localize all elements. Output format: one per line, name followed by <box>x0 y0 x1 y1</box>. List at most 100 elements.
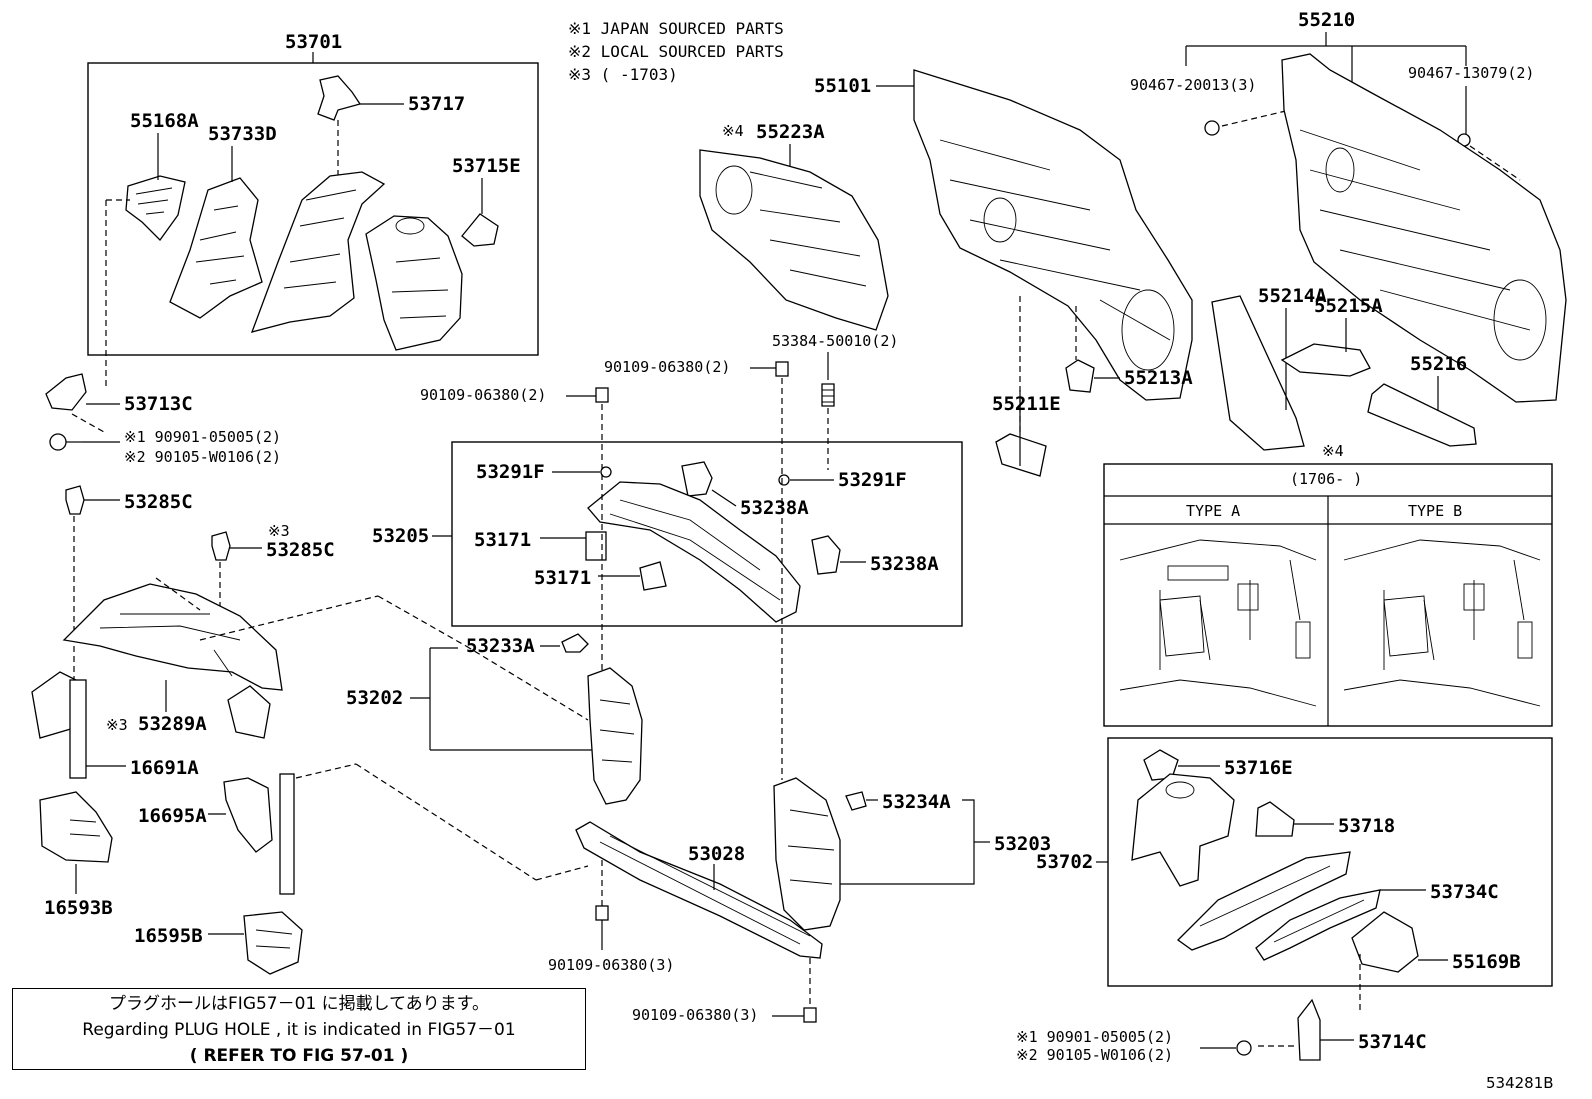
label-53714C[interactable]: 53714C <box>1358 1031 1427 1053</box>
part-53289A[interactable] <box>62 583 283 691</box>
bolt-icon[interactable] <box>49 433 82 451</box>
label-16595B[interactable]: 16595B <box>134 925 203 947</box>
part-55169B[interactable] <box>1351 911 1419 973</box>
label-90467-20013[interactable]: 90467-20013(3) <box>1130 76 1256 94</box>
part-rail-right[interactable] <box>1176 851 1351 951</box>
part-53717[interactable] <box>317 75 362 121</box>
label-55210[interactable]: 55210 <box>1298 9 1355 31</box>
label-53716E[interactable]: 53716E <box>1224 757 1293 779</box>
part-55101[interactable] <box>913 69 1193 401</box>
part-53718[interactable] <box>1255 801 1295 837</box>
part-tower-right[interactable] <box>1131 773 1235 887</box>
part-53238A-lower[interactable] <box>811 535 841 575</box>
bolt-icon[interactable] <box>1204 120 1220 136</box>
label-16695A[interactable]: 16695A <box>138 805 207 827</box>
label-53285C-a[interactable]: 53285C <box>124 491 193 513</box>
part-53203[interactable] <box>773 777 841 931</box>
label-90109-06380-b[interactable]: 90109-06380(2) <box>604 358 730 376</box>
part-55214A[interactable] <box>1211 295 1305 451</box>
part-53715E[interactable] <box>461 213 499 247</box>
part-53716E[interactable] <box>1143 749 1179 781</box>
label-53715E[interactable]: 53715E <box>452 155 521 177</box>
clip-icon[interactable] <box>600 466 612 478</box>
label-55214A[interactable]: 55214A <box>1258 285 1327 307</box>
label-53291F-b[interactable]: 53291F <box>838 469 907 491</box>
label-90901-05005-b[interactable]: ※1 90901-05005(2) <box>1016 1028 1173 1046</box>
part-left-bracket[interactable] <box>31 671 271 739</box>
bolt-icon[interactable] <box>595 387 609 403</box>
part-16593B[interactable] <box>39 791 113 863</box>
label-90109-06380-c[interactable]: 90109-06380(3) <box>548 956 674 974</box>
label-53233A[interactable]: 53233A <box>466 635 535 657</box>
label-55211E[interactable]: 55211E <box>992 393 1061 415</box>
part-53734C[interactable] <box>1255 889 1381 961</box>
part-16595B[interactable] <box>243 911 303 975</box>
part-55216[interactable] <box>1367 383 1477 447</box>
label-90901-05005-a[interactable]: ※1 90901-05005(2) <box>124 428 281 446</box>
part-53028[interactable] <box>575 821 823 959</box>
label-53028[interactable]: 53028 <box>688 843 745 865</box>
spring-icon[interactable] <box>821 383 835 407</box>
part-55215A[interactable] <box>1280 343 1371 377</box>
label-53384-50010[interactable]: 53384-50010(2) <box>772 332 898 350</box>
bolt-icon[interactable] <box>775 361 789 377</box>
part-55168A[interactable] <box>125 175 186 242</box>
label-16691A[interactable]: 16691A <box>130 757 199 779</box>
label-90109-06380-d[interactable]: 90109-06380(3) <box>632 1006 758 1024</box>
part-upper-support[interactable] <box>587 481 801 623</box>
clip-icon[interactable] <box>211 531 231 561</box>
label-90467-13079[interactable]: 90467-13079(2) <box>1408 64 1534 82</box>
bolt-icon[interactable] <box>803 1007 817 1023</box>
part-55210[interactable] <box>1281 53 1567 403</box>
label-16593B[interactable]: 16593B <box>44 897 113 919</box>
label-90109-06380-a[interactable]: 90109-06380(2) <box>420 386 546 404</box>
part-53238A-upper[interactable] <box>681 461 713 497</box>
label-55101[interactable]: 55101 <box>814 75 871 97</box>
label-90105-W0106-a[interactable]: ※2 90105-W0106(2) <box>124 448 281 466</box>
label-53205[interactable]: 53205 <box>372 525 429 547</box>
label-55223A[interactable]: 55223A <box>756 121 825 143</box>
part-53713C[interactable] <box>45 373 87 411</box>
label-53717[interactable]: 53717 <box>408 93 465 115</box>
label-53701[interactable]: 53701 <box>285 31 342 53</box>
part-53202[interactable] <box>587 667 643 805</box>
label-53702[interactable]: 53702 <box>1036 851 1093 873</box>
label-53203[interactable]: 53203 <box>994 833 1051 855</box>
part-53234A[interactable] <box>845 791 867 811</box>
part-center-apron[interactable] <box>250 171 386 333</box>
label-53291F-a[interactable]: 53291F <box>476 461 545 483</box>
part-55211E[interactable] <box>995 433 1047 477</box>
part-53233A[interactable] <box>561 633 589 653</box>
label-55169B[interactable]: 55169B <box>1452 951 1521 973</box>
label-53734C[interactable]: 53734C <box>1430 881 1499 903</box>
part-55223A[interactable] <box>699 149 889 331</box>
label-53285C-b[interactable]: 53285C <box>266 539 335 561</box>
part-53171-b[interactable] <box>639 561 667 591</box>
label-53234A[interactable]: 53234A <box>882 791 951 813</box>
label-53202[interactable]: 53202 <box>346 687 403 709</box>
label-53289A[interactable]: 53289A <box>138 713 207 735</box>
clip-icon[interactable] <box>65 485 85 515</box>
part-16691A[interactable] <box>69 679 87 779</box>
label-53733D[interactable]: 53733D <box>208 123 277 145</box>
label-53713C[interactable]: 53713C <box>124 393 193 415</box>
part-16695A[interactable] <box>223 773 295 895</box>
part-53714C[interactable] <box>1297 998 1321 1061</box>
bolt-icon[interactable] <box>595 905 609 921</box>
label-53718[interactable]: 53718 <box>1338 815 1395 837</box>
label-53238A-b[interactable]: 53238A <box>870 553 939 575</box>
label-53171-a[interactable]: 53171 <box>474 529 531 551</box>
part-53733D[interactable] <box>169 177 263 319</box>
footnote-refer-link[interactable]: ( REFER TO FIG 57-01 ) <box>189 1046 409 1066</box>
label-55213A[interactable]: 55213A <box>1124 367 1193 389</box>
label-55168A[interactable]: 55168A <box>130 110 199 132</box>
label-55215A[interactable]: 55215A <box>1314 295 1383 317</box>
part-53171-a[interactable] <box>585 531 607 561</box>
label-53171-b[interactable]: 53171 <box>534 567 591 589</box>
label-53238A-a[interactable]: 53238A <box>740 497 809 519</box>
label-90105-W0106-b[interactable]: ※2 90105-W0106(2) <box>1016 1046 1173 1064</box>
bolt-icon[interactable] <box>1236 1040 1252 1056</box>
clip-icon[interactable] <box>778 474 790 486</box>
part-suspension-tower[interactable] <box>365 215 463 351</box>
part-55213A[interactable] <box>1065 359 1095 393</box>
